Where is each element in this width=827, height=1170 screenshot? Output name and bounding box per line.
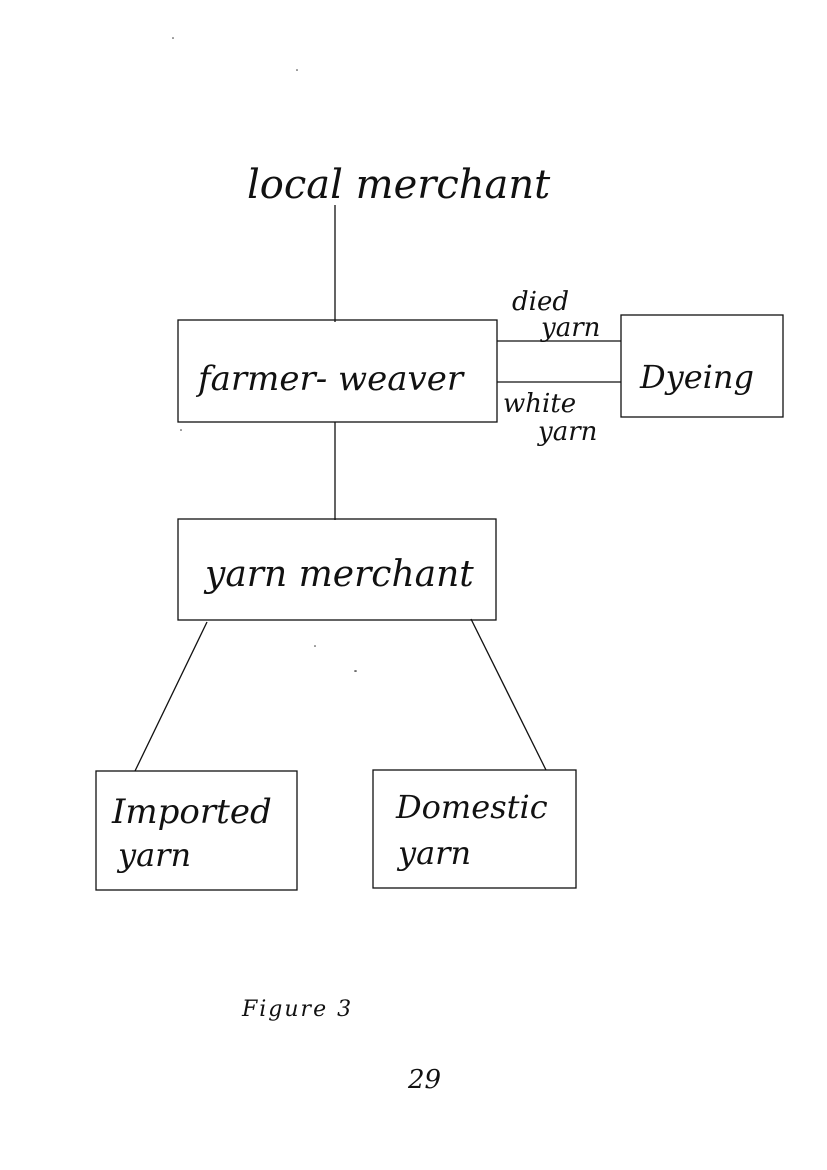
yarn-merchant-box [177,518,497,621]
figure-caption: Figure 3 [241,997,353,1022]
connector-yarn-merchant-to-imported-yarn [134,621,208,772]
page-number: 29 [407,1065,441,1095]
farmer-weaver-label: farmer- weaver [195,359,465,399]
domestic-yarn-label-line2: yarn [396,834,471,872]
scan-specks [172,37,357,672]
domestic-yarn-label-line1: Domestic [395,788,548,826]
farmer-weaver-box [177,319,498,423]
imported-yarn-label-line1: Imported [111,792,272,832]
local-merchant-label: local merchant [247,162,551,208]
yarn-merchant-label: yarn merchant [203,554,474,595]
white-yarn-label-line1: white [503,389,576,419]
domestic-yarn-box [372,769,577,889]
imported-yarn-label-line2: yarn [116,836,191,874]
dyeing-box [620,314,784,418]
died-yarn-label-line2: yarn [540,313,600,343]
connector-yarn-merchant-to-domestic-yarn [470,618,547,771]
dyeing-label: Dyeing [639,358,754,396]
died-yarn-label-line1: died [512,287,569,317]
imported-yarn-box [95,770,298,891]
white-yarn-label-line2: yarn [537,417,597,447]
